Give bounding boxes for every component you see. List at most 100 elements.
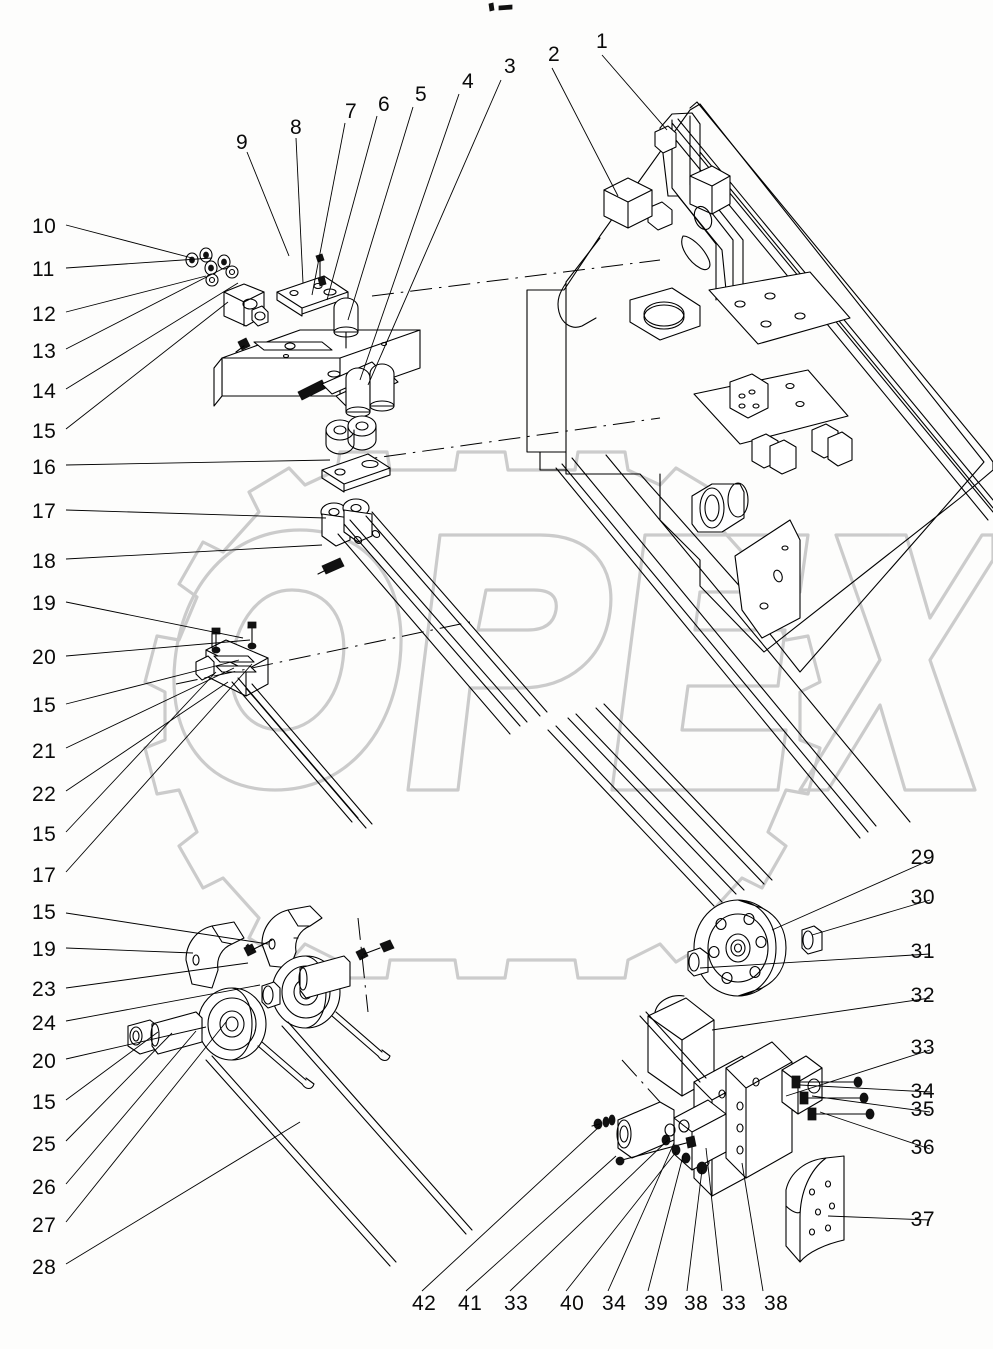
callout-right-7: 36 — [910, 1136, 935, 1159]
callout-left-12: 21 — [32, 740, 57, 763]
leader-left-10 — [65, 639, 251, 657]
leader-left-13 — [65, 681, 229, 792]
leader-left-25 — [65, 1121, 301, 1265]
top-edge-artifact — [488, 2, 513, 12]
callout-right-4: 33 — [910, 1036, 935, 1059]
leader-left-23 — [65, 1030, 197, 1185]
leader-right-7 — [819, 1111, 931, 1150]
leader-left-9 — [65, 601, 244, 639]
watermark-opex — [143, 450, 993, 980]
callout-left-14: 15 — [32, 823, 57, 846]
callout-top-1: 8 — [290, 116, 303, 139]
callout-left-13: 22 — [32, 783, 57, 806]
leader-left-16 — [65, 912, 269, 945]
callout-top-7: 2 — [548, 43, 561, 66]
leader-top-4 — [347, 106, 414, 321]
leader-top-3 — [326, 115, 378, 301]
leader-bottom-2 — [509, 1139, 669, 1292]
leader-right-5 — [799, 1084, 931, 1093]
bottom-right-bracket-assembly — [591, 1011, 875, 1263]
leader-left-22 — [65, 1032, 173, 1142]
callout-top-6: 3 — [504, 55, 517, 78]
leader-top-7 — [551, 67, 619, 197]
callout-right-3: 32 — [910, 984, 935, 1007]
callout-left-23: 26 — [32, 1176, 57, 1199]
leader-left-14 — [65, 671, 217, 833]
leader-bottom-1 — [465, 1155, 617, 1292]
callout-left-0: 10 — [32, 215, 57, 238]
leader-right-6 — [811, 1095, 931, 1113]
callout-bottom-8: 38 — [764, 1292, 789, 1315]
leader-left-12 — [65, 667, 235, 749]
callout-left-25: 28 — [32, 1256, 57, 1279]
leader-left-1 — [65, 257, 213, 269]
callout-left-19: 24 — [32, 1012, 57, 1035]
callout-right-6: 35 — [910, 1098, 935, 1121]
callout-bottom-7: 33 — [722, 1292, 747, 1315]
leader-right-2 — [699, 953, 931, 969]
callout-bottom-3: 40 — [560, 1292, 585, 1315]
callout-left-6: 16 — [32, 456, 57, 479]
callout-left-24: 27 — [32, 1214, 57, 1237]
callout-bottom-4: 34 — [602, 1292, 627, 1315]
leader-right-0 — [771, 859, 931, 931]
callout-top-3: 6 — [378, 93, 391, 116]
leader-bottom-8 — [741, 1162, 764, 1292]
callout-left-11: 15 — [32, 694, 57, 717]
leader-left-0 — [65, 224, 193, 259]
leader-bottom-5 — [647, 1155, 684, 1292]
callout-left-20: 20 — [32, 1050, 57, 1073]
leader-left-2 — [65, 275, 207, 313]
callout-bottom-5: 39 — [644, 1292, 669, 1315]
leader-left-5 — [65, 301, 229, 430]
leader-left-7 — [65, 509, 327, 519]
callout-right-1: 30 — [910, 886, 935, 909]
right-sheave-assembly — [547, 703, 823, 1097]
leader-top-8 — [601, 54, 668, 131]
leader-top-1 — [295, 137, 304, 284]
leader-left-20 — [65, 1026, 207, 1060]
leader-left-17 — [65, 947, 194, 954]
callout-top-2: 7 — [345, 100, 358, 123]
callout-bottom-6: 38 — [684, 1292, 709, 1315]
callout-left-9: 19 — [32, 592, 57, 615]
leader-bottom-3 — [565, 1151, 677, 1292]
leader-top-2 — [311, 122, 346, 296]
leader-right-8 — [827, 1215, 931, 1221]
callout-top-0: 9 — [236, 131, 249, 154]
callout-bottom-2: 33 — [504, 1292, 529, 1315]
callout-bottom-0: 42 — [412, 1292, 437, 1315]
leader-left-21 — [65, 1031, 159, 1101]
callout-top-4: 5 — [415, 83, 428, 106]
callout-left-18: 23 — [32, 978, 57, 1001]
callout-right-2: 31 — [910, 940, 935, 963]
upper-left-linkage-assembly — [175, 247, 548, 829]
leader-bottom-4 — [607, 1142, 675, 1292]
callout-left-16: 15 — [32, 901, 57, 924]
leader-top-5 — [359, 93, 460, 381]
leader-left-19 — [65, 984, 261, 1022]
callout-left-22: 25 — [32, 1133, 57, 1156]
leader-lines — [65, 54, 931, 1292]
leader-left-8 — [65, 544, 323, 560]
callout-right-8: 37 — [910, 1208, 935, 1231]
leader-left-24 — [65, 1021, 227, 1223]
callout-right-0: 29 — [910, 846, 935, 869]
leader-right-1 — [811, 899, 931, 936]
leader-top-0 — [246, 151, 290, 257]
callout-left-10: 20 — [32, 646, 57, 669]
callout-left-3: 13 — [32, 340, 57, 363]
callout-left-5: 15 — [32, 420, 57, 443]
leader-bottom-7 — [705, 1147, 723, 1292]
callout-right-5: 34 — [910, 1080, 935, 1103]
callout-left-17: 19 — [32, 938, 57, 961]
leader-left-15 — [65, 663, 253, 873]
leader-left-18 — [65, 962, 249, 989]
leader-left-11 — [65, 659, 240, 705]
callout-left-1: 11 — [32, 258, 55, 281]
callout-left-21: 15 — [32, 1091, 57, 1114]
callout-top-5: 4 — [462, 70, 475, 93]
leader-left-3 — [65, 265, 229, 350]
